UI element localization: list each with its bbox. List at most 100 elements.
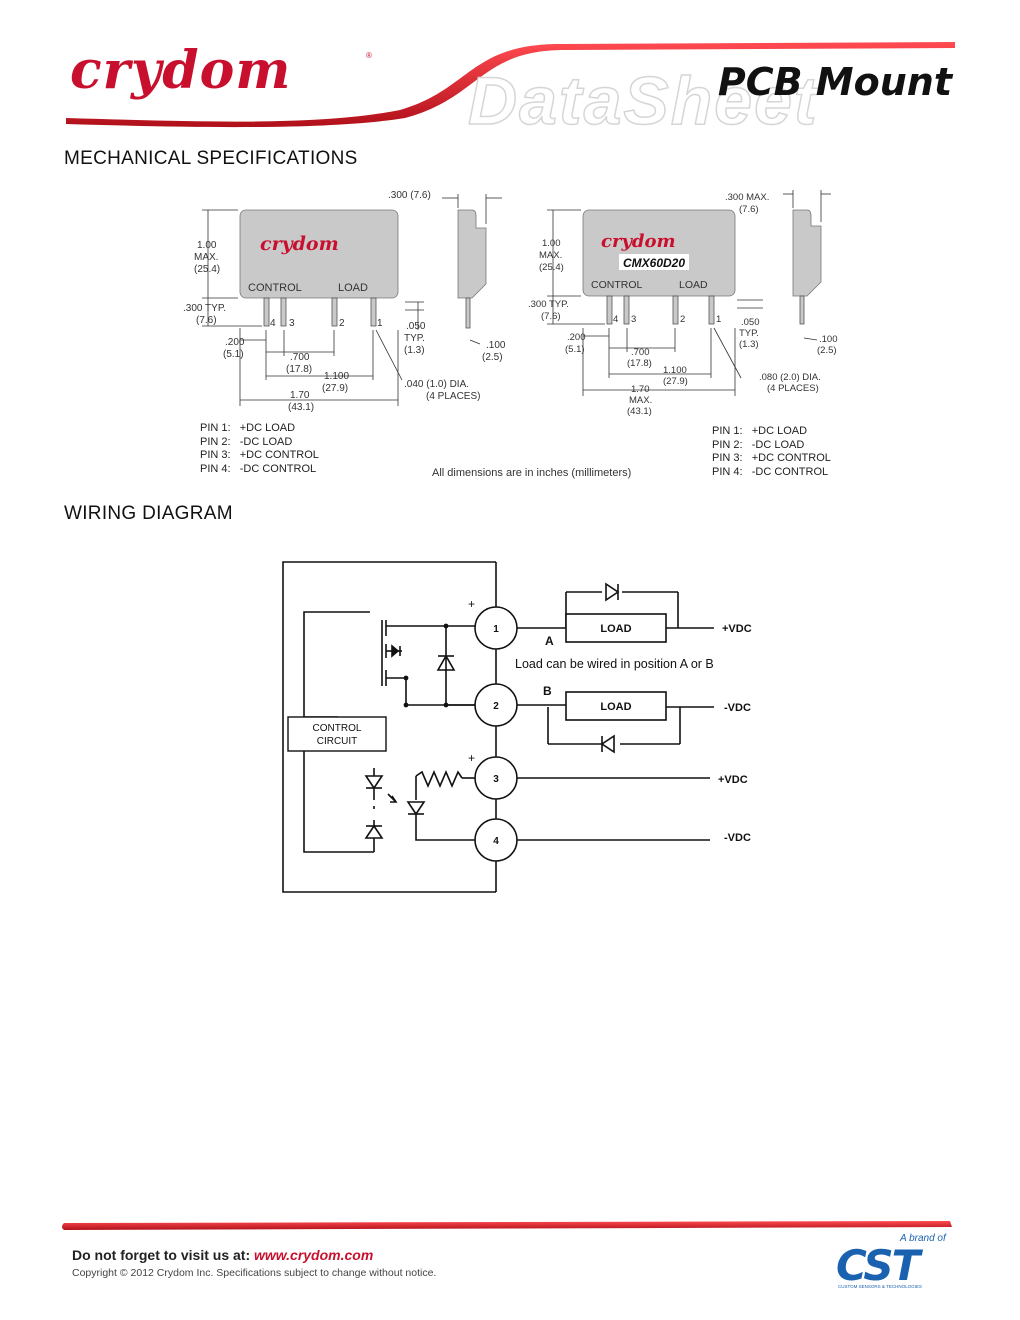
footer-rule: [62, 1221, 952, 1230]
right-pin-2: [672, 295, 679, 325]
left-dim-pinlen-1: .300 TYP.: [183, 303, 226, 314]
terminal-label-2: 2: [493, 701, 499, 712]
terminal-3: [474, 756, 518, 800]
left-dim-1100-2: (27.9): [322, 383, 348, 394]
left-dim-100-2: (2.5): [482, 352, 503, 363]
left-dim-200-1: .200: [225, 337, 245, 348]
left-pin-label-1: 1: [377, 318, 383, 329]
right-dim-050-1: .050: [741, 317, 760, 328]
terminal-label-4: 4: [493, 836, 499, 847]
right-dim-1100-1: 1.100: [663, 365, 687, 376]
left-body-logo: crydom: [260, 233, 339, 255]
left-dim-thickness: .300 (7.6): [388, 190, 431, 201]
position-b-label: B: [543, 684, 552, 698]
pin-list-left: PIN 1: +DC LOAD PIN 2: -DC LOAD PIN 3: +…: [200, 422, 319, 475]
left-dim-dia-2: (4 PLACES): [426, 391, 480, 402]
left-pin-3: [280, 297, 287, 327]
mechanical-title: MECHANICAL SPECIFICATIONS: [64, 148, 358, 169]
header-swoosh: [66, 42, 955, 128]
left-dim-1100-1: 1.100: [324, 371, 349, 382]
left-dim-height-1: 1.00: [197, 240, 217, 251]
registered-mark-icon: ®: [366, 51, 372, 60]
left-dim-050-2: TYP.: [404, 333, 425, 344]
right-dim-height-2: MAX.: [539, 250, 562, 261]
right-pin-label-2: 2: [680, 314, 685, 325]
left-label-control: CONTROL: [248, 282, 302, 294]
terminal-1: [474, 606, 518, 650]
dimensions-note: All dimensions are in inches (millimeter…: [432, 467, 632, 479]
left-dim-170-1: 1.70: [290, 390, 310, 401]
right-dim-dia-2: (4 PLACES): [767, 383, 819, 394]
right-pin-3: [623, 295, 630, 325]
footer-visit: Do not forget to visit us at: www.crydom…: [72, 1247, 373, 1263]
right-body-logo: crydom: [601, 231, 676, 252]
right-dim-200-1: .200: [567, 332, 586, 343]
right-dim-thickness-1: .300 MAX.: [725, 192, 769, 203]
left-dim-200-2: (5.1): [223, 349, 244, 360]
terminal-4: [474, 818, 518, 862]
right-dim-050-2: TYP.: [739, 328, 759, 339]
watermark-text: DataSheet: [468, 63, 819, 139]
right-dim-170-2: MAX.: [629, 395, 652, 406]
header-banner: DataSheet crydom ® PCB Mount: [66, 40, 955, 140]
header: DataSheet crydom ® PCB Mount: [0, 0, 1020, 140]
right-dim-170-3: (43.1): [627, 406, 652, 417]
right-label-load: LOAD: [679, 279, 708, 291]
cst-logo-text: CST: [836, 1241, 924, 1290]
left-side-view: [457, 209, 487, 299]
control-circuit-line2: CIRCUIT: [317, 736, 358, 747]
vdc-plus-1: +VDC: [722, 623, 752, 635]
left-pin-1: [370, 297, 377, 327]
left-mechanical-drawing: crydom CONTROL LOAD 4 3 2 1 1.00 MAX. (2…: [183, 190, 506, 413]
terminal-label-1: 1: [493, 624, 499, 635]
right-dim-dia-1: .080 (2.0) DIA.: [759, 372, 821, 383]
left-dim-100-1: .100: [486, 340, 506, 351]
right-dim-height-3: (25.4): [539, 262, 564, 273]
right-pin-label-1: 1: [716, 314, 721, 325]
left-dim-pinlen-2: (7.6): [196, 315, 217, 326]
cst-brand-of: A brand of: [899, 1233, 947, 1244]
position-a-label: A: [545, 634, 554, 648]
left-pin-label-2: 2: [339, 318, 345, 329]
pin-list-right: PIN 1: +DC LOAD PIN 2: -DC LOAD PIN 3: +…: [712, 425, 831, 478]
vdc-minus-4: -VDC: [724, 832, 751, 844]
vdc-minus-2: -VDC: [724, 702, 751, 714]
left-dim-700-2: (17.8): [286, 364, 312, 375]
right-dim-200-2: (5.1): [565, 344, 585, 355]
footer-copyright: Copyright © 2012 Crydom Inc. Specificati…: [72, 1267, 437, 1279]
right-dim-1100-2: (27.9): [663, 376, 688, 387]
right-dim-100-1: .100: [819, 334, 838, 345]
load-a-label: LOAD: [600, 623, 631, 635]
right-dim-height-1: 1.00: [542, 238, 561, 249]
left-relay-body: [239, 209, 399, 299]
terminal-label-3: 3: [493, 774, 499, 785]
footer-visit-text: Do not forget to visit us at:: [72, 1247, 254, 1263]
plus-sign-1: +: [468, 597, 475, 611]
right-pin-label-4: 4: [613, 314, 618, 325]
load-b-box: [565, 691, 667, 721]
left-side-pin: [465, 297, 471, 329]
right-side-view: [792, 209, 822, 297]
right-label-control: CONTROL: [591, 279, 642, 291]
plus-sign-3: +: [468, 751, 475, 765]
left-dim-050-1: .050: [406, 321, 426, 332]
wiring-title: WIRING DIAGRAM: [64, 503, 233, 524]
left-dim-dia-1: .040 (1.0) DIA.: [404, 379, 469, 390]
right-side-pin: [799, 295, 805, 325]
crydom-logo: crydom: [70, 40, 291, 101]
right-dim-thickness-2: (7.6): [739, 204, 759, 215]
left-dim-050-3: (1.3): [404, 345, 425, 356]
control-circuit-line1: CONTROL: [313, 723, 362, 734]
right-dim-050-3: (1.3): [739, 339, 759, 350]
load-a-box: [565, 613, 667, 643]
right-dim-pinlen-1: .300 TYP.: [528, 299, 569, 310]
right-mechanical-drawing: crydom CMX60D20 CONTROL LOAD 4 3 2 1 1.0…: [528, 190, 838, 417]
footer-url-link[interactable]: www.crydom.com: [254, 1247, 374, 1263]
right-dim-100-2: (2.5): [817, 345, 837, 356]
right-pin-1: [708, 295, 715, 325]
left-dim-height-2: MAX.: [194, 252, 218, 263]
left-dim-700-1: .700: [290, 352, 310, 363]
housing-outline: [282, 561, 496, 893]
right-dim-700-1: .700: [631, 347, 650, 358]
wiring-diagram: CONTROL CIRCUIT 1 2 3 4 + + LOAD LOAD A …: [282, 561, 752, 893]
